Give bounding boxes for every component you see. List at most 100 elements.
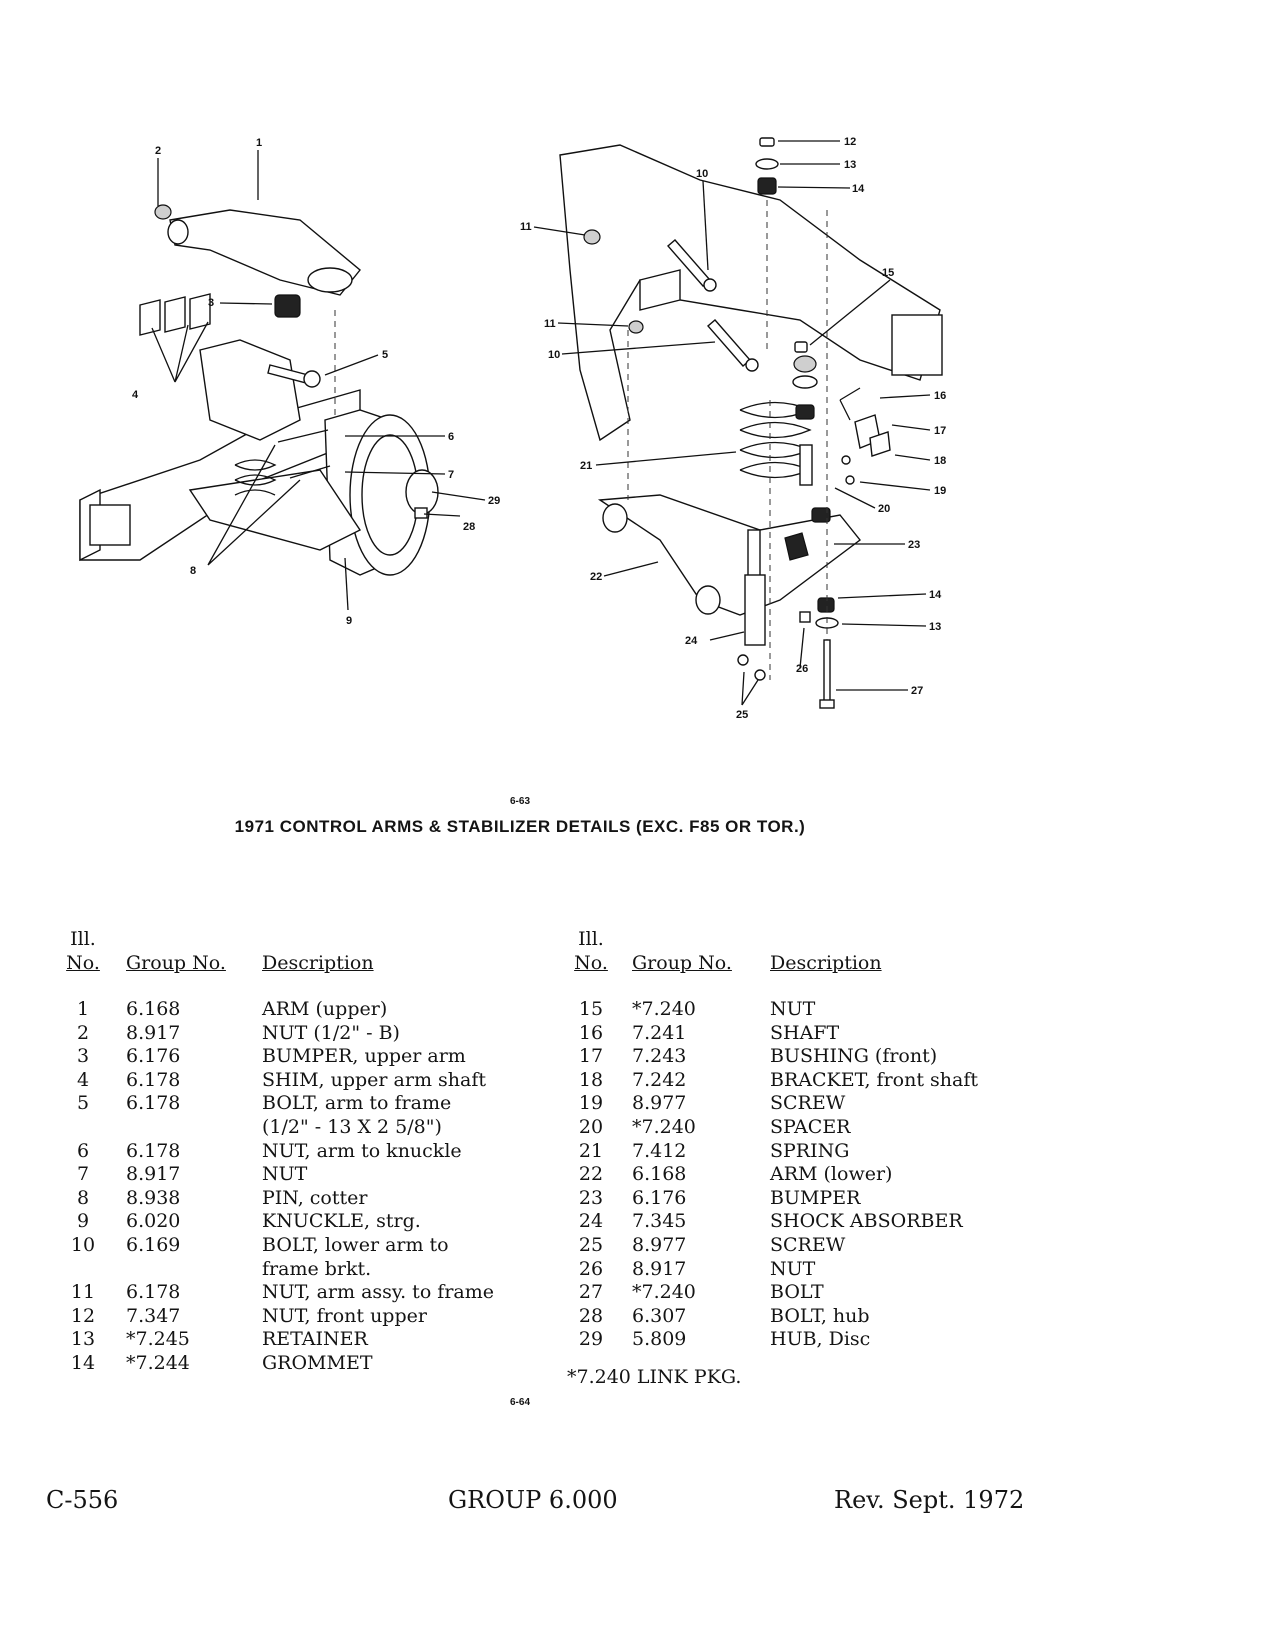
table-row: 18 7.242 BRACKET, front shaft bbox=[572, 1069, 1042, 1093]
part-description: NUT (1/2" - B) bbox=[262, 1021, 400, 1044]
part-number: 9 bbox=[76, 1210, 90, 1233]
callout-21: 21 bbox=[580, 460, 592, 472]
group-number: *7.240 bbox=[632, 1281, 696, 1304]
part-description: SCREW bbox=[770, 1092, 846, 1115]
header-description: Description bbox=[262, 952, 374, 974]
group-number: 6.020 bbox=[126, 1210, 181, 1233]
group-number: 6.176 bbox=[126, 1045, 181, 1068]
page-number: C-556 bbox=[46, 1486, 119, 1514]
part-description: GROMMET bbox=[262, 1351, 373, 1374]
part-description: BUMPER, upper arm bbox=[262, 1045, 466, 1068]
part-number: 29 bbox=[578, 1328, 604, 1351]
part-number: 18 bbox=[578, 1068, 604, 1091]
part-number: 26 bbox=[578, 1257, 604, 1280]
group-number: 7.242 bbox=[632, 1068, 687, 1091]
part-description: PIN, cotter bbox=[262, 1186, 368, 1209]
group-number: 6.168 bbox=[632, 1163, 687, 1186]
part-number: 21 bbox=[578, 1139, 604, 1162]
callout-28: 28 bbox=[463, 521, 475, 533]
part-description: SPRING bbox=[770, 1139, 850, 1162]
part-number: 2 bbox=[76, 1021, 90, 1044]
link-package-note: *7.240 LINK PKG. bbox=[567, 1366, 742, 1388]
part-description: SHAFT bbox=[770, 1021, 840, 1044]
part-description: SHIM, upper arm shaft bbox=[262, 1068, 487, 1091]
callout-16: 16 bbox=[934, 390, 946, 402]
part-description: NUT bbox=[770, 998, 816, 1020]
group-number: 6.169 bbox=[126, 1233, 181, 1256]
group-number: 6.178 bbox=[126, 1281, 181, 1304]
group-number: 5.809 bbox=[632, 1328, 687, 1351]
part-number: 12 bbox=[70, 1304, 96, 1327]
group-number: 8.977 bbox=[632, 1092, 687, 1115]
group-number: 6.176 bbox=[632, 1186, 687, 1209]
callout-12: 12 bbox=[844, 136, 856, 148]
part-description: NUT, front upper bbox=[262, 1304, 427, 1327]
figure-title: 1971 CONTROL ARMS & STABILIZER DETAILS (… bbox=[234, 817, 806, 836]
callout-20: 20 bbox=[878, 503, 890, 515]
header-description: Description bbox=[770, 952, 882, 974]
part-number: 15 bbox=[578, 998, 604, 1020]
part-number: 14 bbox=[70, 1351, 96, 1374]
callout-25: 25 bbox=[736, 709, 748, 721]
callout-3: 3 bbox=[208, 297, 214, 309]
callout-4: 4 bbox=[132, 389, 139, 401]
group-number: 6.178 bbox=[126, 1139, 181, 1162]
group-number: *7.240 bbox=[632, 998, 696, 1020]
part-number: 1 bbox=[76, 998, 90, 1020]
table-row: 15 *7.240 NUT bbox=[572, 998, 1042, 1022]
callout-9: 9 bbox=[346, 615, 352, 627]
part-number: 28 bbox=[578, 1304, 604, 1327]
group-number: 7.243 bbox=[632, 1045, 687, 1068]
callout-11: 11 bbox=[544, 318, 556, 330]
part-number: 25 bbox=[578, 1233, 604, 1256]
group-number: 8.917 bbox=[632, 1257, 687, 1280]
part-number: 24 bbox=[578, 1210, 604, 1233]
table-row: 19 8.977 SCREW bbox=[572, 1092, 1042, 1116]
table-row: 27 *7.240 BOLT bbox=[572, 1281, 1042, 1305]
part-description: KNUCKLE, strg. bbox=[262, 1210, 421, 1233]
group-number: 7.347 bbox=[126, 1304, 181, 1327]
part-description: BOLT, hub bbox=[770, 1304, 870, 1327]
callout-17: 17 bbox=[934, 425, 946, 437]
callout-10: 10 bbox=[548, 349, 560, 361]
callout-14: 14 bbox=[852, 183, 865, 195]
callout-2: 2 bbox=[155, 145, 161, 157]
part-number: 6 bbox=[76, 1139, 90, 1162]
part-number: 17 bbox=[578, 1045, 604, 1068]
exploded-parts-diagram: 2 1 3 4 5 6 7 29 28 8 9 bbox=[60, 120, 1060, 760]
part-number: 19 bbox=[578, 1092, 604, 1115]
group-number: 7.241 bbox=[632, 1021, 687, 1044]
part-number: 27 bbox=[578, 1281, 604, 1304]
callout-10: 10 bbox=[696, 168, 708, 180]
figure-number: 6-63 bbox=[509, 796, 530, 807]
table-row: 21 7.412 SPRING bbox=[572, 1140, 1042, 1164]
part-description: NUT bbox=[262, 1163, 308, 1186]
part-description: NUT, arm to knuckle bbox=[262, 1139, 462, 1162]
part-description: BOLT bbox=[770, 1281, 824, 1304]
group-number: 8.977 bbox=[632, 1233, 687, 1256]
callout-13: 13 bbox=[929, 621, 941, 633]
part-description: BOLT, lower arm to bbox=[262, 1233, 449, 1256]
callout-14: 14 bbox=[929, 589, 942, 601]
group-number: 7.412 bbox=[632, 1139, 687, 1162]
callout-23: 23 bbox=[908, 539, 920, 551]
part-number: 20 bbox=[578, 1115, 604, 1138]
part-number: 8 bbox=[76, 1186, 90, 1209]
part-description: BRACKET, front shaft bbox=[770, 1068, 978, 1091]
group-number: 7.345 bbox=[632, 1210, 687, 1233]
part-description: ARM (upper) bbox=[262, 998, 388, 1020]
group-number: 8.917 bbox=[126, 1021, 181, 1044]
callout-27: 27 bbox=[911, 685, 923, 697]
part-description: NUT bbox=[770, 1257, 816, 1280]
callout-15: 15 bbox=[882, 267, 894, 279]
part-number: 13 bbox=[70, 1328, 96, 1351]
